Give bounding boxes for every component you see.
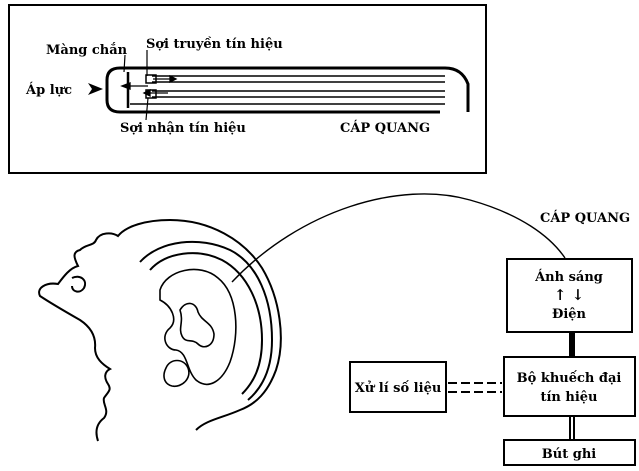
pen-recorder-box bbox=[503, 439, 636, 466]
pen-recorder-label: Bút ghi bbox=[542, 447, 597, 462]
face-profile bbox=[38, 218, 282, 442]
system-cable-label: CÁP QUANG bbox=[540, 210, 630, 226]
amplifier-label-line2: tín hiệu bbox=[540, 390, 597, 405]
data-processing-label: Xử lí số liệu bbox=[355, 380, 442, 396]
pressure-label: Áp lực bbox=[25, 82, 72, 98]
light-electric-converter-box bbox=[506, 258, 633, 333]
transmit-fiber-label: Sợi truyền tín hiệu bbox=[146, 36, 283, 52]
inset-cable-label: CÁP QUANG bbox=[340, 120, 430, 136]
converter-light-label: Ánh sáng bbox=[534, 269, 603, 285]
skull-inner bbox=[149, 252, 264, 395]
inset-frame bbox=[8, 4, 487, 174]
inset-leader-lines bbox=[123, 50, 149, 121]
ear bbox=[71, 275, 86, 293]
diaphragm-label: Màng chắn bbox=[46, 42, 128, 58]
diaphragm-tip bbox=[105, 66, 157, 114]
brain-lower-lobe bbox=[163, 359, 190, 388]
pressure-arrow-icon bbox=[88, 83, 103, 95]
brain-folds bbox=[159, 268, 237, 386]
sensor-detail-inset: Màng chắn Sợi truyền tín hiệu Áp lực Sợi… bbox=[8, 4, 487, 174]
receive-fiber-label: Sợi nhận tín hiệu bbox=[120, 121, 246, 136]
skull-outer bbox=[139, 240, 274, 401]
signal-amplifier-box bbox=[503, 356, 636, 417]
fiber-optic-cable-line bbox=[231, 193, 566, 283]
signal-arrows bbox=[120, 74, 178, 98]
ventricle bbox=[179, 302, 215, 348]
converter-arrows-icon: ↑ ↓ bbox=[554, 286, 584, 304]
head-cross-section bbox=[38, 218, 282, 442]
converter-electric-label: Điện bbox=[552, 307, 587, 322]
data-processing-box bbox=[349, 361, 447, 413]
inset-cable-bundle bbox=[130, 66, 470, 114]
instrument-chain bbox=[349, 258, 636, 466]
amplifier-label-line1: Bộ khuếch đại bbox=[517, 370, 622, 386]
